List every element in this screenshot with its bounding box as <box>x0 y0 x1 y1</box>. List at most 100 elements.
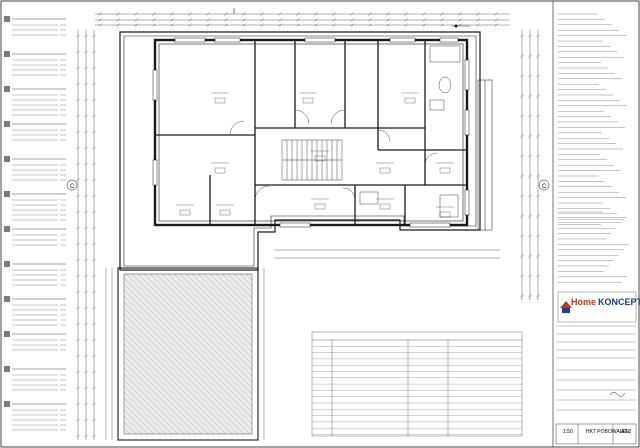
dimension-tick <box>528 74 532 78</box>
dimension-tick <box>520 54 524 58</box>
dimension-tick <box>520 234 524 238</box>
dimension-tick <box>520 74 524 78</box>
dimension-tick <box>84 146 88 150</box>
dimension-tick <box>476 18 480 22</box>
dimension-tick <box>76 274 80 278</box>
dimension-tick <box>116 12 120 16</box>
dimension-tick <box>76 50 80 54</box>
hatch-line <box>131 273 253 395</box>
svg-text:C: C <box>70 184 75 190</box>
hatch-line <box>123 415 143 435</box>
dimension-tick <box>84 274 88 278</box>
dimension-tick <box>98 18 102 22</box>
dimension-tick <box>76 402 80 406</box>
dimension-tick <box>116 18 120 22</box>
dimension-tick <box>92 258 96 262</box>
dimension-tick <box>76 162 80 166</box>
dimension-tick <box>92 338 96 342</box>
dimension-lines-right <box>521 30 539 300</box>
dimension-tick <box>84 210 88 214</box>
dimension-tick <box>422 18 426 22</box>
dimension-tick <box>76 146 80 150</box>
dimension-tick <box>92 194 96 198</box>
hatch-line <box>123 331 227 435</box>
dimension-tick <box>170 12 174 16</box>
hatch-line <box>123 343 215 435</box>
general-notes-lower <box>558 211 629 283</box>
dimension-tick <box>84 434 88 438</box>
garage-dimensions <box>105 268 265 440</box>
room-area-box <box>379 203 391 210</box>
dimension-tick <box>528 194 532 198</box>
dimension-tick <box>528 114 532 118</box>
hatch-line <box>123 373 185 435</box>
dimension-tick <box>84 98 88 102</box>
dimension-tick <box>84 34 88 38</box>
hatch-line <box>123 307 251 435</box>
dimension-tick <box>404 18 408 22</box>
dimension-tick <box>536 154 540 158</box>
dimension-tick <box>332 12 336 16</box>
dimension-tick <box>76 306 80 310</box>
dimension-tick <box>134 18 138 22</box>
dimension-tick <box>260 23 264 27</box>
dimension-tick <box>92 66 96 70</box>
dimension-tick <box>520 34 524 38</box>
dimension-tick <box>92 242 96 246</box>
room-schedule-table <box>311 331 523 437</box>
dimension-tick <box>152 23 156 27</box>
room-area-box <box>314 155 326 162</box>
dimension-tick <box>536 254 540 258</box>
room-area-box <box>314 203 326 210</box>
dimension-tick <box>520 214 524 218</box>
hatch-line <box>221 273 253 305</box>
dimension-tick <box>528 234 532 238</box>
dimension-tick <box>76 370 80 374</box>
hatch-line <box>137 273 253 389</box>
dimension-tick <box>188 12 192 16</box>
dimension-tick <box>520 94 524 98</box>
dimension-tick <box>92 146 96 150</box>
dimension-tick <box>520 174 524 178</box>
sheet-project-code: HKT POBOWAŁEN <box>586 429 630 435</box>
dimension-tick <box>536 34 540 38</box>
dimension-tick <box>84 114 88 118</box>
dimension-tick <box>76 130 80 134</box>
legend-swatch <box>4 51 10 57</box>
room-area-box <box>214 97 226 104</box>
hatch-line <box>149 273 253 377</box>
hatch-line <box>123 325 233 435</box>
dimension-tick <box>242 12 246 16</box>
dimension-tick <box>528 174 532 178</box>
dimension-tick <box>440 18 444 22</box>
dimension-tick <box>476 23 480 27</box>
dimension-tick <box>536 74 540 78</box>
dimension-tick <box>242 23 246 27</box>
legend-swatch <box>4 191 10 197</box>
dimension-tick <box>98 12 102 16</box>
dimension-tick <box>520 294 524 298</box>
dimension-tick <box>528 34 532 38</box>
dimension-tick <box>536 134 540 138</box>
dimension-tick <box>314 18 318 22</box>
dimension-tick <box>520 194 524 198</box>
general-notes <box>558 13 627 225</box>
exterior-walls <box>119 31 481 271</box>
dimension-tick <box>476 12 480 16</box>
hatch-line <box>123 355 203 435</box>
room-area-box <box>379 167 391 174</box>
dimension-tick <box>520 254 524 258</box>
hatch-line <box>123 427 131 435</box>
dimension-tick <box>536 214 540 218</box>
dimension-lines-left <box>77 30 95 440</box>
dimension-tick <box>494 18 498 22</box>
legend-swatch <box>4 261 10 267</box>
hatch-line <box>123 361 197 435</box>
dimension-tick <box>404 12 408 16</box>
dimension-tick <box>84 194 88 198</box>
legend-swatch <box>4 331 10 337</box>
dimension-tick <box>92 370 96 374</box>
hatch-line <box>123 421 137 435</box>
hatch-line <box>123 313 245 435</box>
hatch-line <box>123 301 253 431</box>
